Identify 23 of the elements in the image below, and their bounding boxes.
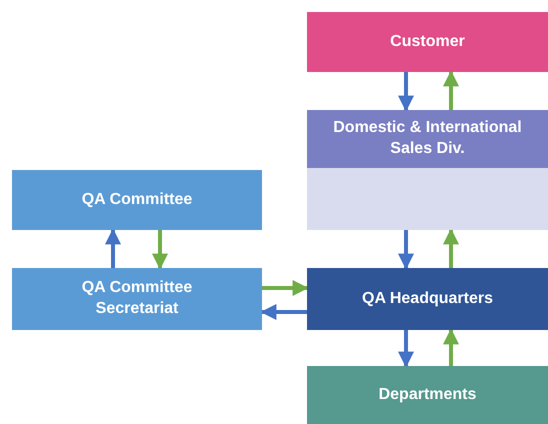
arrow <box>398 72 414 112</box>
arrow <box>152 230 168 270</box>
process-box <box>307 168 548 230</box>
process-box <box>307 12 548 72</box>
node-label: QA Committee Secretariat <box>80 278 194 319</box>
node-label: QA Headquarters <box>361 288 494 309</box>
arrow <box>398 330 414 368</box>
process-box <box>12 268 262 330</box>
node-label: Domestic & International Sales Div. <box>332 118 523 159</box>
node-label: Customer <box>389 32 466 52</box>
process-box <box>307 268 548 330</box>
arrow <box>105 228 121 268</box>
process-box <box>307 366 548 424</box>
arrow <box>443 70 459 110</box>
node-label: Departments <box>378 384 478 405</box>
arrow <box>260 304 307 320</box>
process-box <box>307 110 548 168</box>
arrow <box>262 280 309 296</box>
process-box <box>12 170 262 230</box>
arrow <box>398 230 414 270</box>
arrow <box>443 228 459 268</box>
arrow <box>443 328 459 366</box>
node-label: QA Committee <box>80 190 194 210</box>
